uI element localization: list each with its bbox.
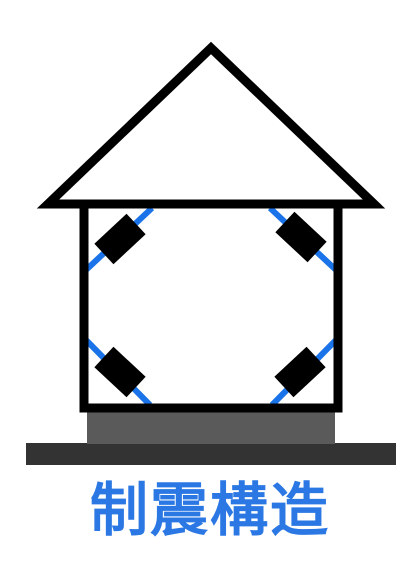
damper-group [94,211,327,398]
ground-slab [26,443,396,465]
damper-bottom-right [274,346,326,398]
foundation-block [87,410,335,444]
diagram-caption: 制震構造 [89,476,330,544]
roof [36,41,386,209]
damper-top-left [94,213,146,265]
damper-top-right [275,211,327,263]
damper-bottom-left [94,346,146,398]
